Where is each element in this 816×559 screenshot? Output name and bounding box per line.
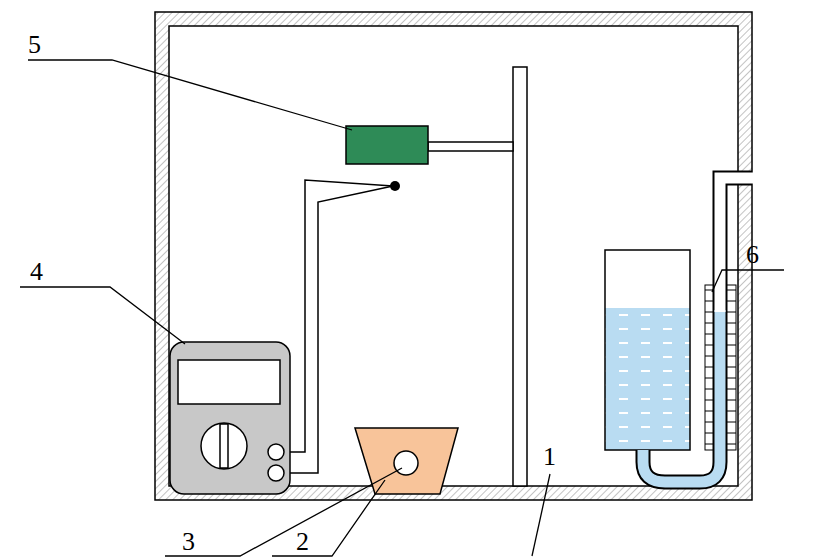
sensor-arm [428,142,513,151]
meter-terminal [268,444,284,460]
meter-terminal [268,465,284,481]
scale-tick [727,389,736,390]
leader-line [712,270,784,292]
scale-tick [727,367,736,368]
scale-tick [727,301,736,302]
scale-tick [705,444,713,445]
scale-tick [727,422,736,423]
callout-number: 3 [182,529,195,555]
leader-line [532,474,550,556]
sample [394,451,418,475]
scale-tick [705,389,713,390]
leader-line [272,480,385,556]
scale-tick [727,411,736,412]
scale-tick [705,433,713,434]
scale-tick [727,444,736,445]
dial-knob [220,424,228,468]
callout-number: 4 [30,259,43,285]
scale-tick [705,301,713,302]
scale-tick [705,334,713,335]
scale-tick [727,334,736,335]
container [355,428,458,494]
probe-wire [284,180,393,452]
scale-tick [727,378,736,379]
scale-tick [727,312,736,313]
beaker [605,250,690,450]
scale [705,285,713,450]
stand-rod [513,67,527,486]
scale-tick [727,323,736,324]
multimeter [170,342,290,494]
scale-tick [705,378,713,379]
leader-line [28,60,352,130]
scale-tick [705,411,713,412]
scale-tick [705,367,713,368]
callout-number: 6 [746,242,759,268]
scale-ticks [705,290,736,444]
sensor [346,126,428,164]
callout-number: 5 [28,32,41,58]
probe-junction [390,181,400,191]
scale-tick [705,290,713,291]
callout-number: 1 [543,444,556,470]
scale-tick [705,323,713,324]
scale-tick [705,422,713,423]
scale-tick [705,400,713,401]
water [605,308,690,450]
scale-tick [727,345,736,346]
housing-wall [155,12,752,500]
scale-tick [705,356,713,357]
meter-display [178,360,280,404]
meter-dial [201,423,247,469]
scale [727,285,736,450]
scale-tick [727,290,736,291]
leader-line [165,468,402,556]
scale-tick [705,312,713,313]
scale-tick [727,433,736,434]
scale-tick [727,356,736,357]
callout-number: 2 [296,529,309,555]
scale-tick [727,400,736,401]
scale-tick [705,345,713,346]
leader-line [20,287,185,344]
